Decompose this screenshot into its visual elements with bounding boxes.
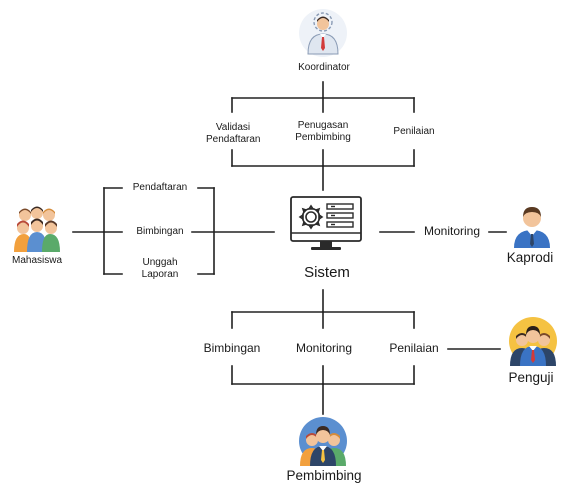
function-unggah-laporan: Unggah Laporan: [141, 257, 179, 280]
function-monitoring-kaprodi: Monitoring: [423, 224, 481, 238]
pembimbing-icon: [299, 417, 347, 466]
function-bimbingan-mahasiswa: Bimbingan: [136, 226, 184, 237]
function-penugasan-pembimbing: Penugasan Pembimbing: [295, 120, 351, 143]
mahasiswa-label: Mahasiswa: [11, 255, 63, 266]
pembimbing-label: Pembimbing: [286, 468, 362, 483]
function-bimbingan-bottom: Bimbingan: [203, 341, 261, 355]
kaprodi-label: Kaprodi: [506, 250, 554, 265]
kaprodi-icon: [514, 207, 550, 248]
penguji-icon: [509, 317, 557, 366]
function-monitoring-bottom: Monitoring: [295, 341, 353, 355]
koordinator-label: Koordinator: [298, 62, 350, 73]
function-pendaftaran: Pendaftaran: [132, 182, 188, 193]
koordinator-icon: [299, 9, 347, 57]
penguji-label: Penguji: [508, 370, 554, 385]
sistem-label: Sistem: [304, 264, 350, 281]
function-penilaian-koordinator: Penilaian: [393, 126, 435, 137]
function-validasi-pendaftaran: Validasi Pendaftaran: [206, 122, 261, 145]
sistem-monitor-icon: [290, 196, 362, 250]
mahasiswa-icon: [14, 206, 60, 252]
function-penilaian-bottom: Penilaian: [389, 341, 439, 355]
